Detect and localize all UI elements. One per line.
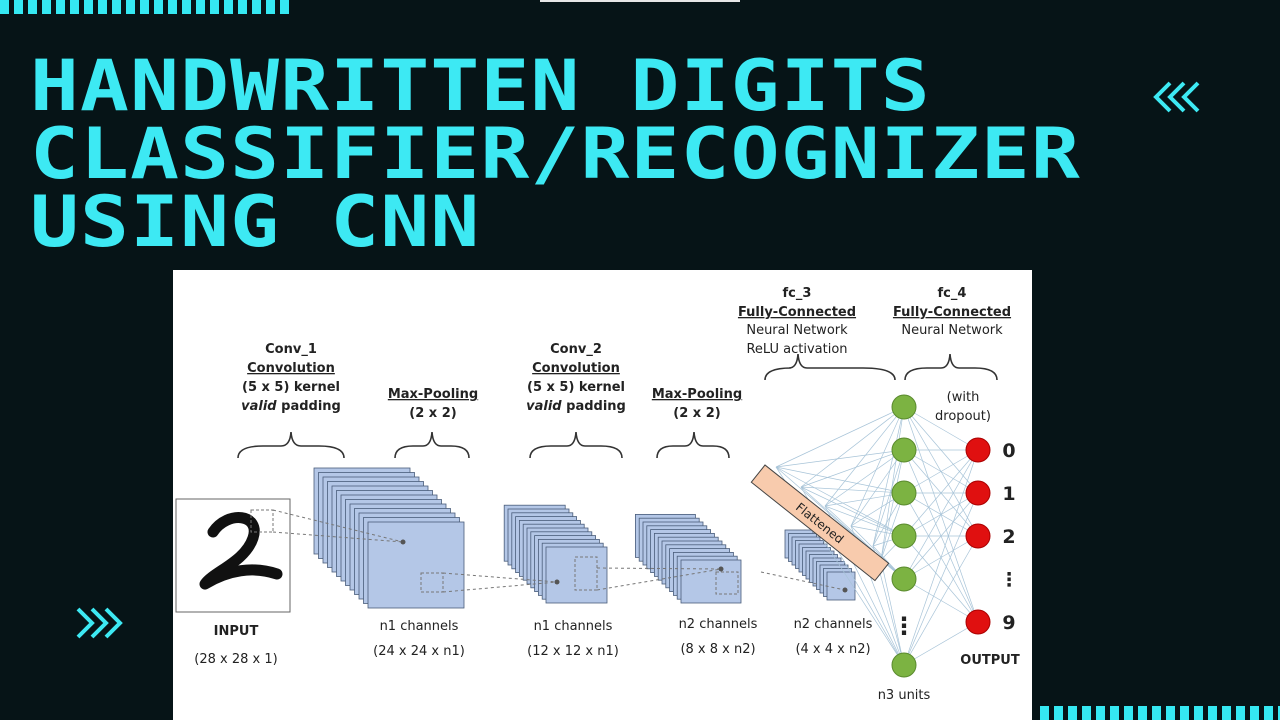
output-neuron — [965, 480, 991, 506]
conv2-padding: valid padding — [526, 399, 626, 414]
fc3-name: fc_3 — [783, 286, 812, 301]
n3-units-label: n3 units — [878, 688, 931, 703]
output-digit-label: ⋮ — [1000, 569, 1019, 591]
feature-map-stack-1 — [313, 467, 465, 609]
hidden-neuron — [891, 480, 917, 506]
feature-map-stack-2 — [503, 504, 608, 604]
map1-label: n1 channels — [380, 619, 459, 634]
output-neuron — [965, 437, 991, 463]
pool2-brace — [656, 431, 730, 459]
hidden-neuron — [891, 566, 917, 592]
page-title: HANDWRITTEN DIGITS CLASSIFIER/RECOGNIZER… — [30, 45, 1081, 263]
dropout-label-1: (with — [947, 390, 980, 405]
map1-dims: (24 x 24 x n1) — [373, 644, 465, 659]
map2-label: n1 channels — [534, 619, 613, 634]
conv2-kernel: (5 x 5) kernel — [527, 380, 625, 395]
input-receptive-field — [250, 509, 274, 533]
conv2-type: Convolution — [532, 361, 620, 376]
conv1-brace — [237, 431, 345, 459]
fc3-desc-1: Neural Network — [746, 323, 848, 338]
projection-lines — [272, 509, 846, 593]
conv1-name: Conv_1 — [265, 342, 317, 357]
hidden-neuron — [891, 437, 917, 463]
hidden-layer — [891, 394, 917, 678]
handwritten-digit-2-image — [199, 512, 283, 590]
output-neuron — [965, 609, 991, 635]
fc3-desc-2: ReLU activation — [746, 342, 847, 357]
feature-map-stack-4-front-map — [826, 571, 856, 601]
feature-map-stack-4 — [784, 529, 856, 601]
fc4-brace — [904, 353, 998, 381]
map2-receptive-field — [574, 556, 598, 591]
top-center-bar-decoration — [540, 0, 740, 2]
map3-dims: (8 x 8 x n2) — [680, 642, 755, 657]
hidden-neuron — [891, 523, 917, 549]
output-label: OUTPUT — [960, 653, 1020, 668]
conv2-brace — [529, 431, 623, 459]
input-label: INPUT — [214, 624, 259, 639]
map3-receptive-field — [715, 571, 739, 595]
pool1-name: Max-Pooling — [388, 387, 478, 402]
map1-receptive-field — [420, 572, 444, 593]
feature-map-stack-2-front-map — [545, 546, 608, 604]
pool2-name: Max-Pooling — [652, 387, 742, 402]
top-left-stripe-decoration — [0, 0, 290, 14]
dropout-label-2: dropout) — [935, 409, 991, 424]
fc3-type: Fully-Connected — [738, 305, 856, 320]
conv1-padding: valid padding — [241, 399, 341, 414]
output-digit-label: 0 — [1002, 440, 1015, 462]
title-line-2: CLASSIFIER/RECOGNIZER — [30, 113, 1081, 195]
fc4-name: fc_4 — [938, 286, 967, 301]
map3-label: n2 channels — [679, 617, 758, 632]
map4-dims: (4 x 4 x n2) — [795, 642, 870, 657]
output-digit-label: 9 — [1002, 612, 1015, 634]
output-layer — [965, 437, 991, 635]
pool1-size: (2 x 2) — [409, 406, 456, 421]
input-dims: (28 x 28 x 1) — [194, 652, 277, 667]
output-digit-label: 2 — [1002, 526, 1015, 548]
title-line-1: HANDWRITTEN DIGITS — [30, 45, 931, 127]
conv2-name: Conv_2 — [550, 342, 602, 357]
pool1-brace — [394, 431, 470, 459]
map4-label: n2 channels — [794, 617, 873, 632]
feature-map-stack-3-front-map — [680, 559, 742, 604]
feature-map-stack-1-front-map — [367, 521, 465, 609]
conv1-kernel: (5 x 5) kernel — [242, 380, 340, 395]
output-digit-label: 1 — [1002, 483, 1015, 505]
cnn-diagram-panel: Flattened Conv_1 Convolution (5 x 5) ker… — [173, 270, 1032, 720]
map2-dims: (12 x 12 x n1) — [527, 644, 619, 659]
output-neuron — [965, 523, 991, 549]
pool2-size: (2 x 2) — [673, 406, 720, 421]
title-line-3: USING CNN — [30, 181, 481, 263]
conv1-type: Convolution — [247, 361, 335, 376]
hidden-neuron — [891, 652, 917, 678]
cnn-architecture-diagram: Flattened Conv_1 Convolution (5 x 5) ker… — [175, 286, 1020, 703]
double-chevron-right-icon — [76, 607, 123, 639]
feature-map-stack-3 — [634, 513, 742, 604]
bottom-right-stripe-decoration — [1040, 706, 1280, 720]
hidden-units-ellipsis: ⋮ — [892, 612, 916, 640]
fc3-brace — [764, 353, 896, 381]
fc4-desc: Neural Network — [901, 323, 1003, 338]
double-chevron-left-icon — [1153, 81, 1200, 113]
fc4-type: Fully-Connected — [893, 305, 1011, 320]
hidden-neuron — [891, 394, 917, 420]
